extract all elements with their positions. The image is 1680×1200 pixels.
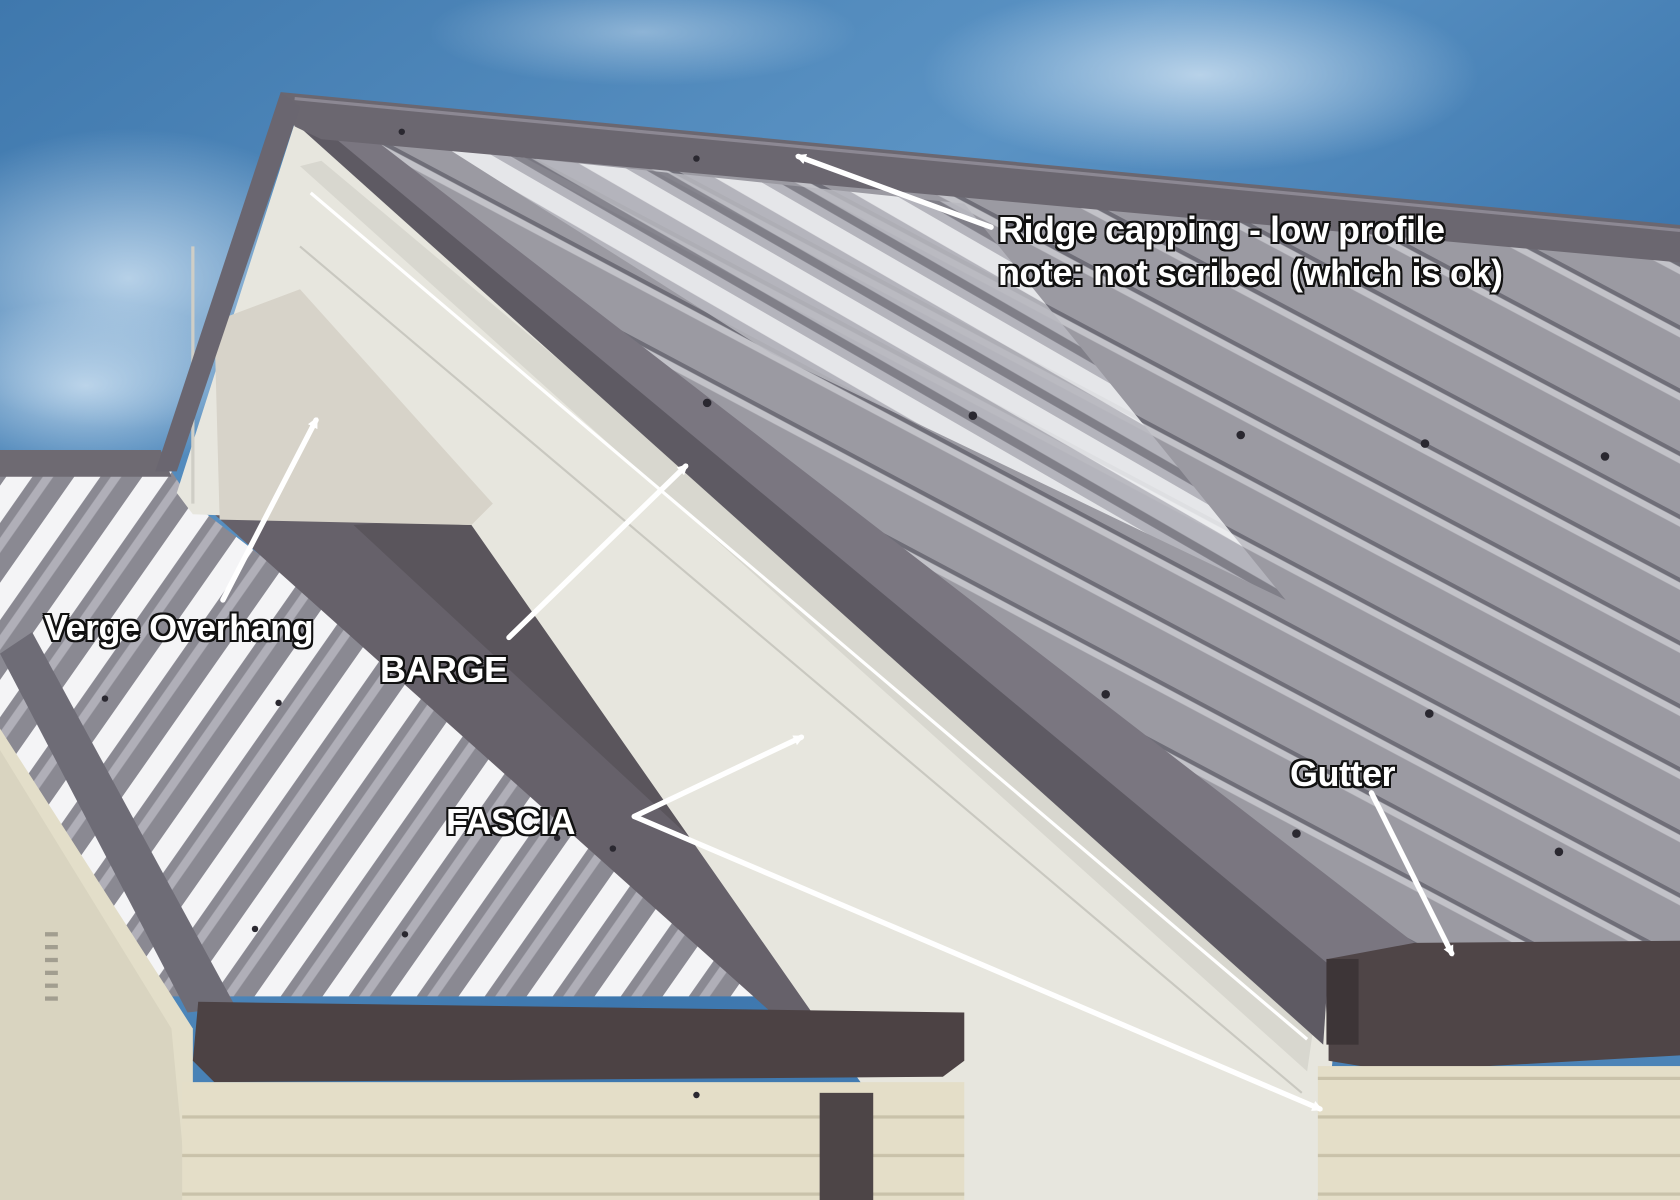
ridge-capping-label: Ridge capping - low profile note: not sc… [998, 208, 1503, 294]
gutter-label: Gutter [1290, 753, 1396, 794]
verge-arrow [220, 417, 319, 603]
ridge-capping-line2: note: not scribed (which is ok) [998, 252, 1503, 294]
gutter-right [1328, 940, 1680, 1072]
main-roof [321, 117, 1680, 997]
ridge-capping-line1: Ridge capping - low profile [998, 209, 1445, 250]
fascia-arrow-upper [631, 734, 805, 820]
fascia-arrow-lower [631, 813, 1323, 1112]
gutter-arrow [1368, 790, 1455, 957]
fascia-label: FASCIA [446, 801, 576, 842]
downpipe [819, 1092, 874, 1200]
barge-label: BARGE [380, 649, 508, 690]
ridge-capping [280, 92, 1680, 263]
annotation-arrows [220, 153, 1455, 1112]
ridge-arrow [795, 153, 994, 230]
barge-arrow [506, 463, 689, 641]
gutter-left [192, 1001, 965, 1083]
verge-overhang-label: Verge Overhang [44, 607, 314, 648]
